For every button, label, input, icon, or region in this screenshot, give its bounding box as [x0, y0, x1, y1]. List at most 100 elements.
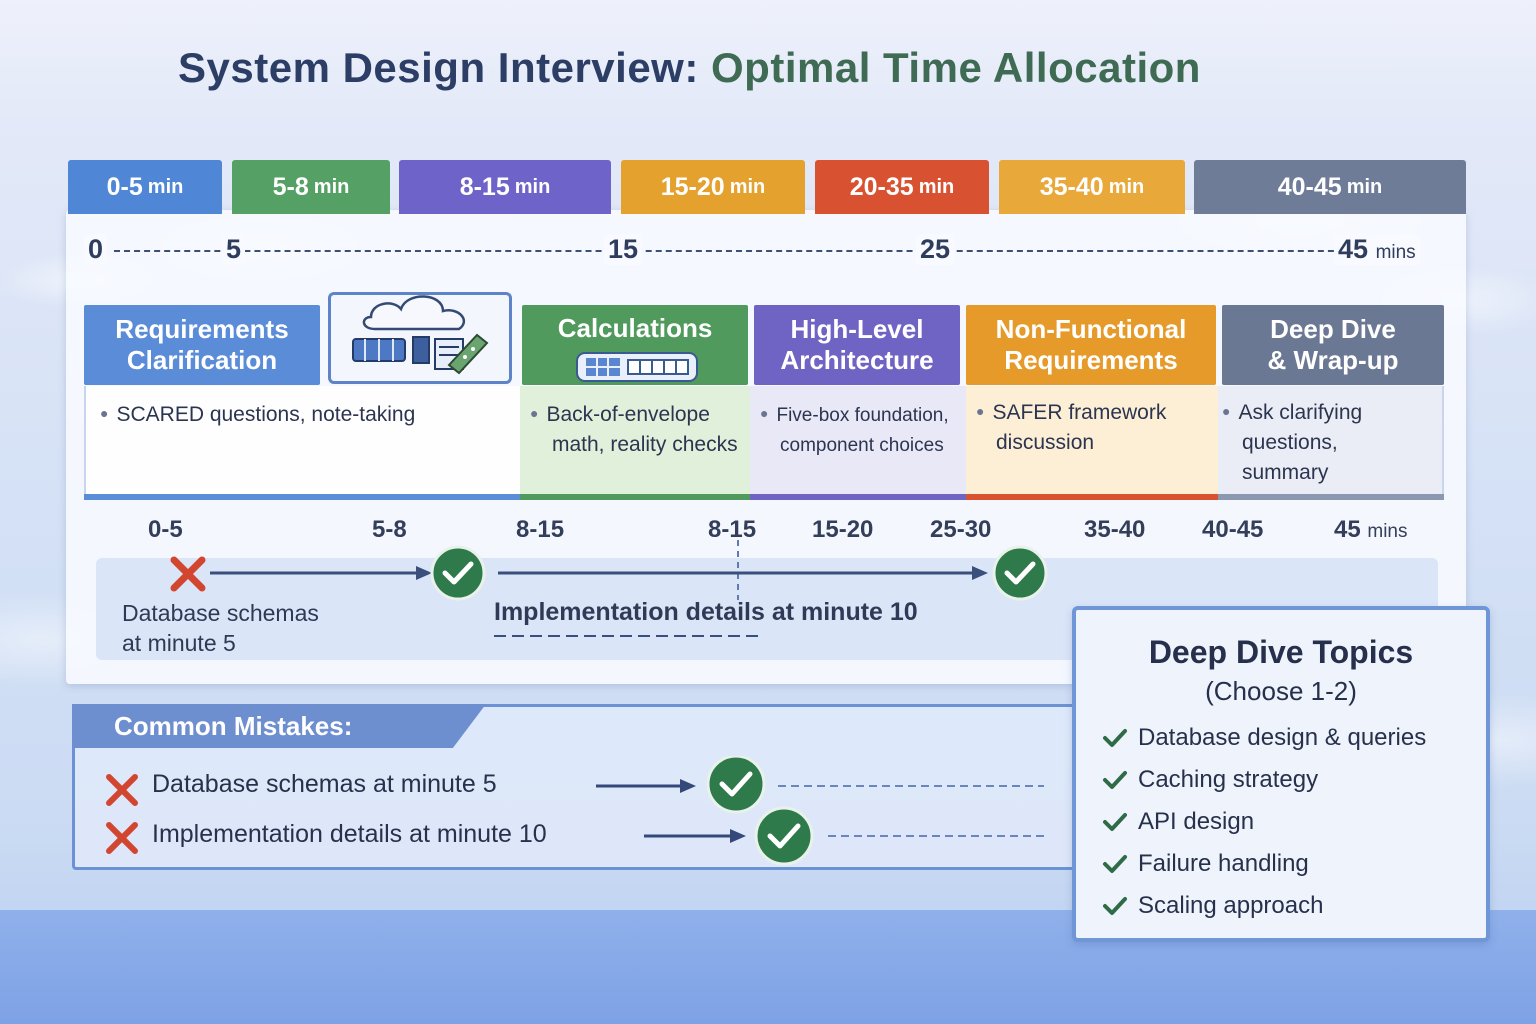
phase-bar-calculations	[520, 494, 750, 500]
topic-label: Caching strategy	[1138, 766, 1319, 793]
phase-bar-architecture	[750, 494, 966, 500]
phase-title-line: & Wrap-up	[1267, 345, 1399, 375]
range-label: 0-5	[106, 172, 143, 201]
phase-bg-calculations	[520, 386, 750, 498]
page-title: System Design Interview: Optimal Time Al…	[178, 44, 1201, 92]
scale-mark-25: 25	[916, 234, 955, 265]
tick-label: 0-5	[148, 516, 183, 543]
range-unit: min	[918, 175, 955, 198]
scale-mark-0: 0	[84, 234, 108, 265]
range-label: 5-8	[272, 172, 309, 201]
tick-label-end-value: 45	[1334, 516, 1361, 543]
x-mark-icon	[106, 822, 138, 854]
flow-text-line: at minute 5	[122, 630, 236, 656]
flow-left-text: Database schemas at minute 5	[122, 598, 319, 658]
topic-label: Database design & queries	[1138, 724, 1427, 751]
phase-bg-architecture	[750, 386, 966, 498]
phase-text-requirements: ● SCARED questions, note-taking	[100, 398, 415, 430]
phase-title-line: Clarification	[126, 345, 278, 375]
x-mark-icon	[170, 556, 206, 592]
flow-text-line: Database schemas	[122, 600, 319, 626]
flow-center-text: Implementation details at minute 10	[494, 598, 918, 626]
topic-item: Scaling approach	[1102, 892, 1323, 920]
tick-label: 8-15	[516, 516, 565, 543]
check-circle-icon	[430, 545, 486, 601]
scale-mark-45-value: 45	[1338, 234, 1369, 264]
topic-item: Failure handling	[1102, 850, 1309, 878]
phase-text-line: questions,	[1242, 431, 1338, 454]
phase-text-line: SCARED questions, note-taking	[116, 403, 416, 426]
tick-label: 8-15	[708, 516, 757, 543]
checkmark-icon	[1103, 855, 1127, 873]
phase-bar-nonfunctional	[966, 494, 1218, 500]
scale-unit: mins	[1375, 242, 1416, 263]
phase-text-architecture: ●Five-box foundation,component choices	[760, 398, 949, 461]
phase-title-line: High-Level	[790, 314, 924, 344]
mistake-arrow-2	[644, 806, 1046, 866]
topic-label: Failure handling	[1138, 850, 1309, 877]
mistake-item: Database schemas at minute 5	[152, 770, 497, 798]
phase-text-line: SAFER framework	[992, 401, 1167, 424]
topic-item: Caching strategy	[1102, 766, 1318, 794]
tick-unit: mins	[1367, 521, 1408, 542]
phase-header-deepdive: Deep Dive& Wrap-up	[1222, 305, 1444, 385]
phase-text-line: Back-of-envelope	[546, 403, 710, 426]
scale-mark-5: 5	[222, 234, 246, 265]
topic-item: Database design & queries	[1102, 724, 1426, 752]
phase-bar-deepdive	[1218, 494, 1444, 500]
scale-mark-45: 45 mins	[1334, 234, 1420, 265]
range-label: 15-20	[660, 172, 725, 201]
phase-bar-requirements	[84, 494, 520, 500]
topic-label: API design	[1138, 808, 1255, 835]
phase-title-line: Architecture	[780, 345, 934, 375]
title-part-1: System Design Interview:	[178, 44, 699, 91]
checkmark-icon	[1103, 897, 1127, 915]
phase-title-line: Deep Dive	[1270, 314, 1396, 344]
minute-scale: 0 5 15 25 45 mins	[84, 232, 1454, 268]
range-unit: min	[147, 175, 184, 198]
tick-label: 25-30	[930, 516, 992, 543]
phase-text-deepdive: ● Ask clarifying questions, summary	[1222, 396, 1362, 488]
range-unit: min	[729, 175, 766, 198]
range-unit: min	[514, 175, 551, 198]
check-circle-icon	[992, 545, 1048, 601]
range-unit: min	[1108, 175, 1145, 198]
calculator-icon	[576, 352, 698, 382]
phase-text-line: summary	[1242, 461, 1329, 484]
range-label: 35-40	[1039, 172, 1104, 201]
range-label: 20-35	[849, 172, 914, 201]
tick-label: 5-8	[372, 516, 407, 543]
range-unit: min	[1346, 175, 1383, 198]
tick-label: 15-20	[812, 516, 874, 543]
bullet-dot: ●	[100, 405, 109, 421]
bullet-dot: ●	[530, 405, 539, 421]
phase-title-line: Calculations	[557, 313, 713, 343]
range-label: 8-15	[459, 172, 510, 201]
phase-bg-requirements	[84, 386, 520, 498]
checkmark-icon	[1103, 813, 1127, 831]
x-mark-icon	[106, 774, 138, 806]
deep-dive-subtitle: (Choose 1-2)	[1205, 676, 1357, 706]
topic-item: API design	[1102, 808, 1254, 836]
phase-title-line: Requirements	[1004, 345, 1178, 375]
tick-label: 40-45	[1202, 516, 1264, 543]
bullet-dot: ●	[1222, 403, 1231, 419]
flow-arrows	[210, 540, 988, 637]
topic-label: Scaling approach	[1138, 892, 1324, 919]
phase-bg-nonfunctional	[966, 386, 1218, 498]
bullet-dot: ●	[976, 403, 985, 419]
phase-title-line: Requirements	[115, 314, 289, 344]
common-mistakes-heading: Common Mistakes:	[72, 704, 486, 748]
deep-dive-topics-card: Deep Dive Topics (Choose 1-2) Database d…	[1072, 606, 1490, 942]
phase-text-line: Ask clarifying	[1238, 401, 1363, 424]
scale-dashed-line	[114, 250, 1364, 252]
